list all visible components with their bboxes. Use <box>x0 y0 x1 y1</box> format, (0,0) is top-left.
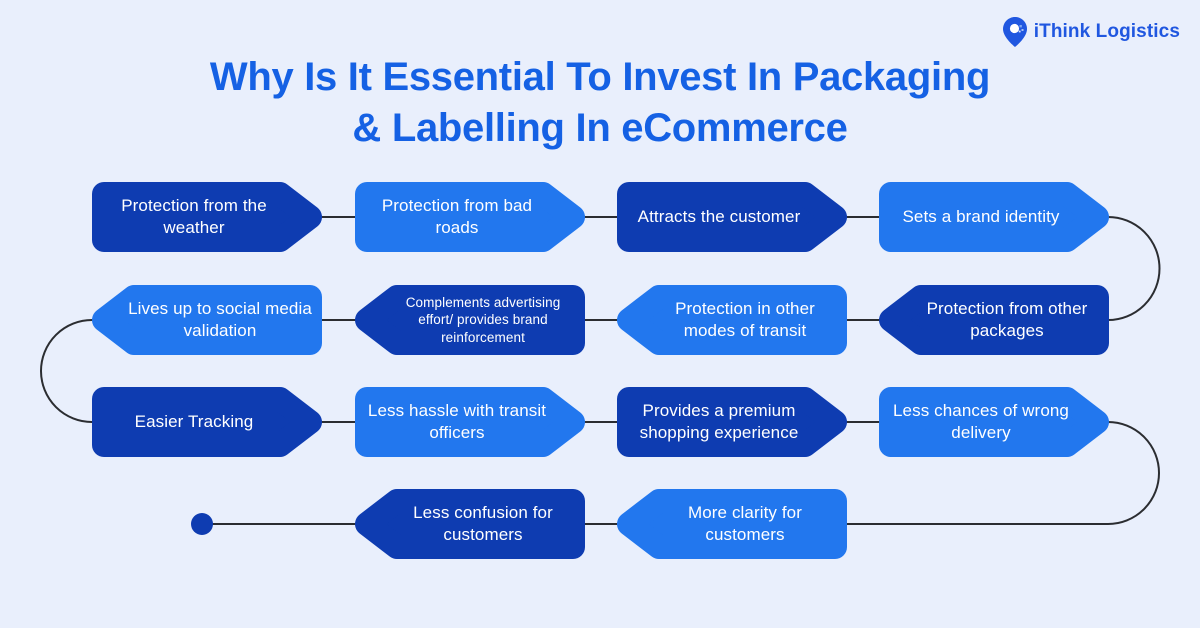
flow-step-advertising: Complements advertising effort/ provides… <box>355 285 585 355</box>
page-title: Why Is It Essential To Invest In Packagi… <box>0 52 1200 154</box>
location-pin-icon <box>1002 17 1027 47</box>
flow-step-label: Protection in other modes of transit <box>675 298 815 340</box>
flow-step-label: Attracts the customer <box>637 206 801 226</box>
flow-step-other-packages: Protection from other packages <box>879 285 1109 355</box>
flow-step-easier-tracking: Easier Tracking <box>92 387 322 457</box>
page-title-line1: Why Is It Essential To Invest In Packagi… <box>209 55 991 99</box>
flow-step-wrong-delivery: Less chances of wrong delivery <box>879 387 1109 457</box>
flow-step-protection-weather: Protection from the weather <box>92 182 322 252</box>
brand-logo: iThink Logistics <box>1002 17 1180 47</box>
flow-end-dot <box>191 513 213 535</box>
flow-step-more-clarity: More clarity for customers <box>617 489 847 559</box>
flow-step-label: Lives up to social media validation <box>128 298 312 340</box>
brand-name: iThink Logistics <box>1033 21 1180 42</box>
page-title-line2: & Labelling In eCommerce <box>352 106 848 151</box>
flow-step-label: Complements advertising effort/ provides… <box>405 294 561 345</box>
flow-step-label: Less confusion for customers <box>413 502 553 544</box>
flow-step-premium-experience: Provides a premium shopping experience <box>617 387 847 457</box>
flow-step-brand-identity: Sets a brand identity <box>879 182 1109 252</box>
flow-step-social-media: Lives up to social media validation <box>92 285 322 355</box>
flow-step-label: Easier Tracking <box>134 411 254 431</box>
flow-step-less-confusion: Less confusion for customers <box>355 489 585 559</box>
flow-step-label: Protection from bad roads <box>381 195 533 237</box>
flow-step-label: Less chances of wrong delivery <box>893 400 1069 442</box>
flow-step-label: Protection from the weather <box>121 195 267 237</box>
flow-step-label: Protection from other packages <box>926 298 1088 340</box>
flow-step-label: More clarity for customers <box>687 502 802 544</box>
flow-step-label: Sets a brand identity <box>902 206 1060 226</box>
flow-step-transit-officers: Less hassle with transit officers <box>355 387 585 457</box>
flow-step-attracts-customer: Attracts the customer <box>617 182 847 252</box>
flow-step-transit-modes: Protection in other modes of transit <box>617 285 847 355</box>
flow-step-label: Provides a premium shopping experience <box>639 400 799 442</box>
flow-step-label: Less hassle with transit officers <box>367 400 547 442</box>
flow-step-bad-roads: Protection from bad roads <box>355 182 585 252</box>
